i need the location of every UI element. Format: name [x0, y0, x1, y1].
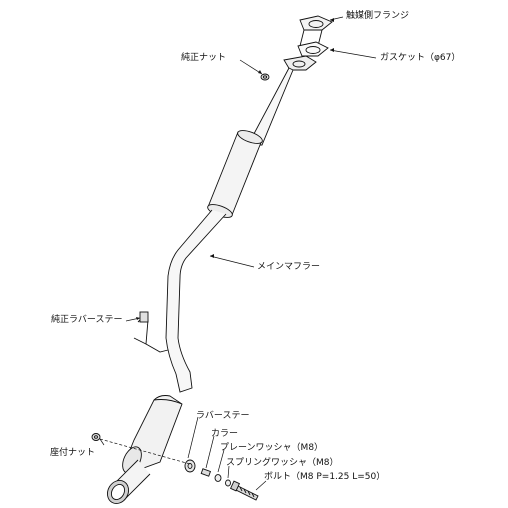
- oem-rubber-stay-part: [133, 311, 169, 353]
- label-cat-flange: 触媒側フランジ: [346, 11, 410, 21]
- resonator: [207, 130, 263, 218]
- tail-tip: [107, 459, 151, 504]
- label-oem-rubber-stay: 純正ラバーステー: [51, 315, 123, 325]
- label-seat-nut: 座付ナット: [50, 448, 96, 458]
- label-plain-washer: プレーンワッシャ（M8）: [220, 443, 324, 453]
- label-oem-nut: 純正ナット: [181, 53, 227, 63]
- label-collar: カラー: [211, 429, 239, 439]
- cat-flange-part: [299, 15, 333, 47]
- oem-nut-part: [260, 73, 270, 81]
- label-gasket: ガスケット（φ67）: [380, 53, 461, 63]
- mid-pipe: [165, 209, 227, 393]
- label-bolt: ボルト（M8 P=1.25 L=50）: [264, 472, 386, 482]
- label-spring-washer: スプリングワッシャ（M8）: [226, 458, 339, 468]
- gasket-part: [297, 41, 329, 57]
- main-muffler-part: [122, 395, 183, 474]
- hardware-stack: [184, 459, 259, 501]
- label-main-muffler: メインマフラー: [257, 262, 321, 272]
- seat-nut-part: [91, 433, 101, 441]
- label-rubber-stay: ラバーステー: [196, 411, 250, 421]
